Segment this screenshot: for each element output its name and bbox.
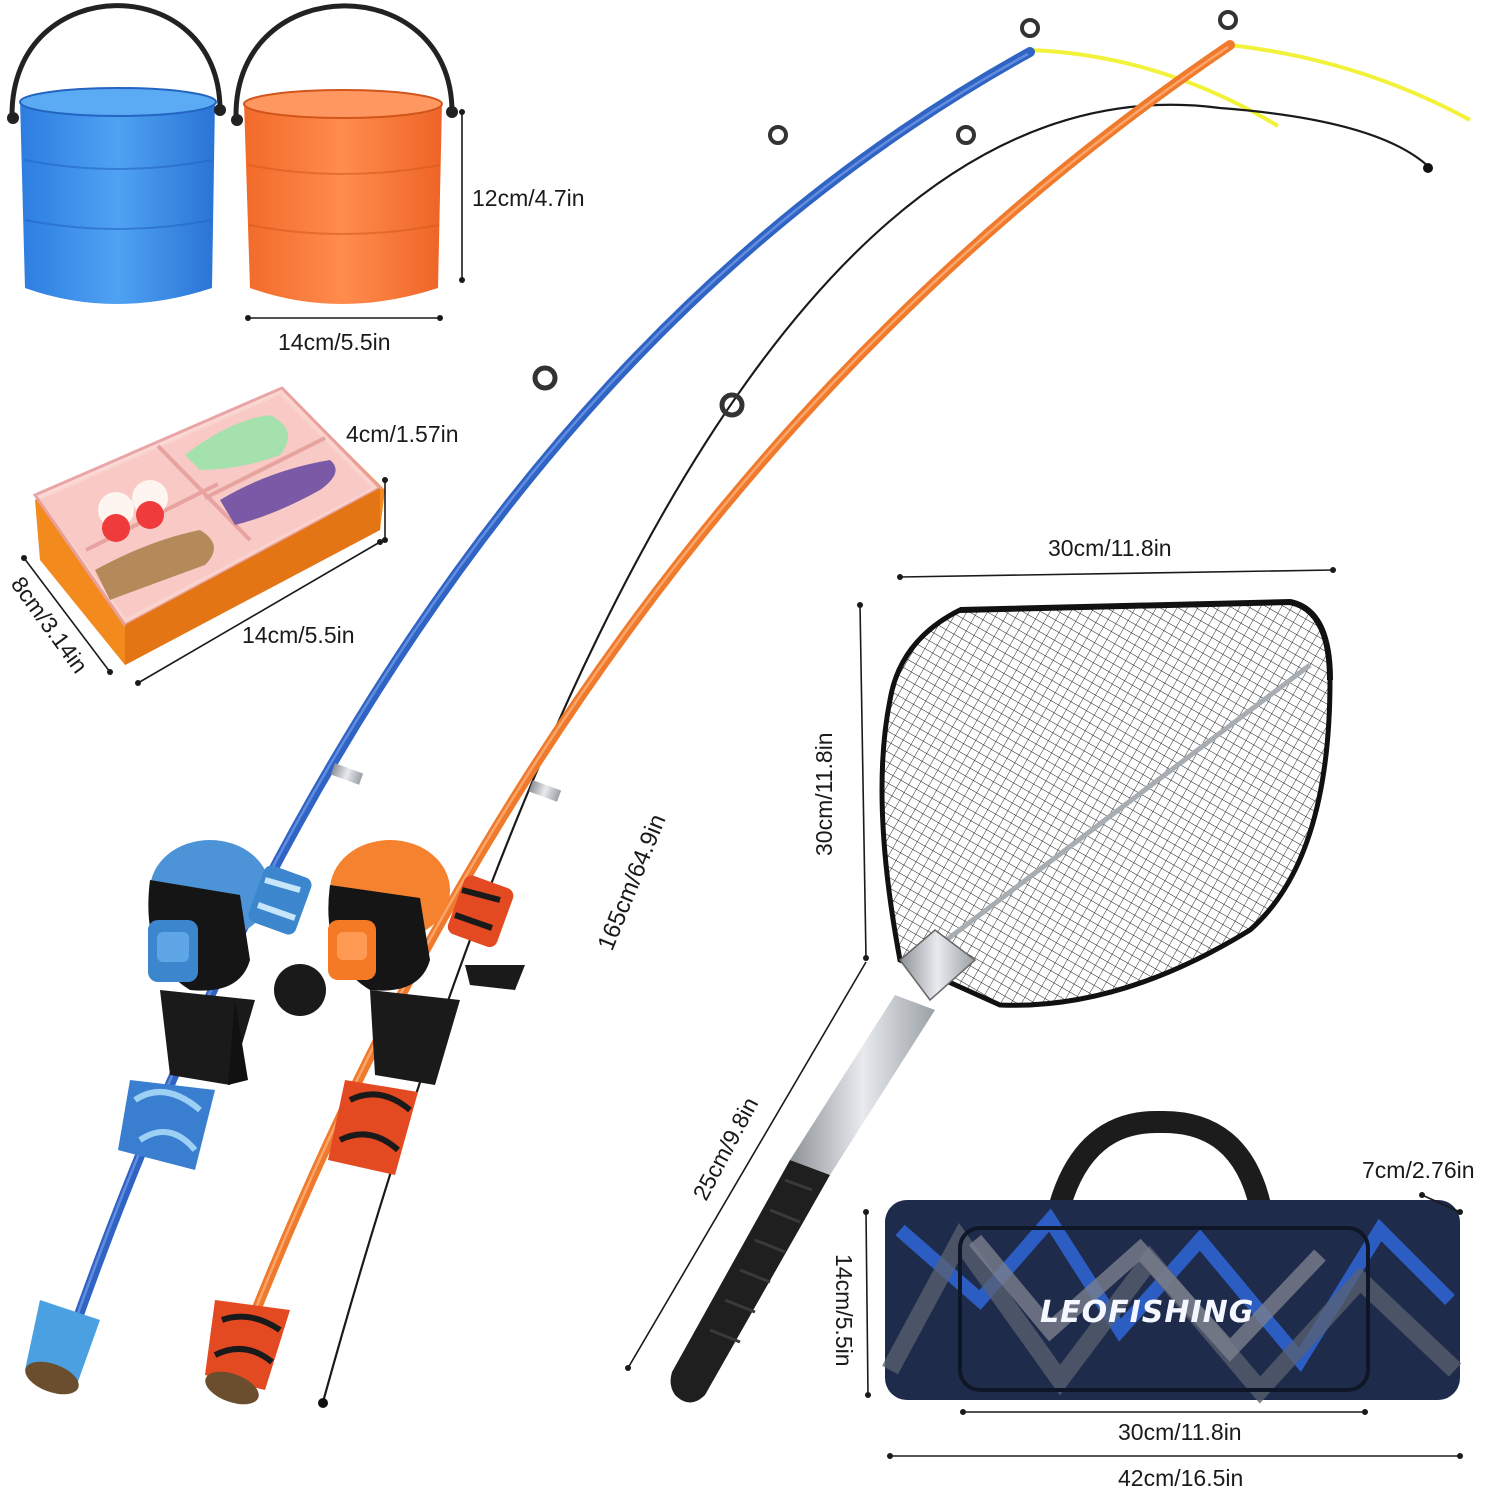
tackle-box-length-label: 14cm/5.5in [242,622,355,648]
net-width-dimension: 30cm/11.8in [897,535,1336,580]
bag-pocket-dimension: 30cm/11.8in [960,1409,1368,1445]
bag-depth-dimension: 7cm/2.76in [1362,1157,1475,1215]
net-handle-label: 25cm/9.8in [687,1093,763,1205]
bucket-height-label: 12cm/4.7in [472,185,585,211]
tackle-box-length-dimension: 14cm/5.5in [135,539,383,686]
bag-length-dimension: 42cm/16.5in [887,1453,1463,1491]
tackle-box-height-dimension: 4cm/1.57in [346,421,459,543]
bag-height-dimension: 14cm/5.5in [831,1209,871,1398]
blue-fishing-rod [25,18,1040,1395]
bag-height-label: 14cm/5.5in [831,1254,857,1367]
rod-length-dimension: 165cm/64.9in [593,811,672,955]
bucket-width-label: 14cm/5.5in [278,329,391,355]
blue-bucket [7,3,226,304]
orange-bucket [231,3,458,304]
fishing-lines [318,43,1471,1408]
landing-net [670,598,1333,1403]
bag-length-label: 42cm/16.5in [1118,1465,1243,1491]
bag-depth-label: 7cm/2.76in [1362,1157,1475,1183]
bucket-height-dimension: 12cm/4.7in [459,109,585,283]
rod-bag: LEOFISHING [882,1110,1462,1404]
bag-brand-logo: LEOFISHING [1040,1295,1254,1330]
rod-length-label: 165cm/64.9in [593,811,672,955]
bag-pocket-label: 30cm/11.8in [1118,1419,1242,1445]
orange-fishing-rod [205,10,1238,1405]
net-height-label: 30cm/11.8in [811,732,837,856]
net-width-label: 30cm/11.8in [1048,535,1172,561]
tackle-box [32,386,385,665]
tackle-box-height-label: 4cm/1.57in [346,421,459,447]
bucket-width-dimension: 14cm/5.5in [245,315,443,355]
net-height-dimension: 30cm/11.8in [811,602,869,961]
